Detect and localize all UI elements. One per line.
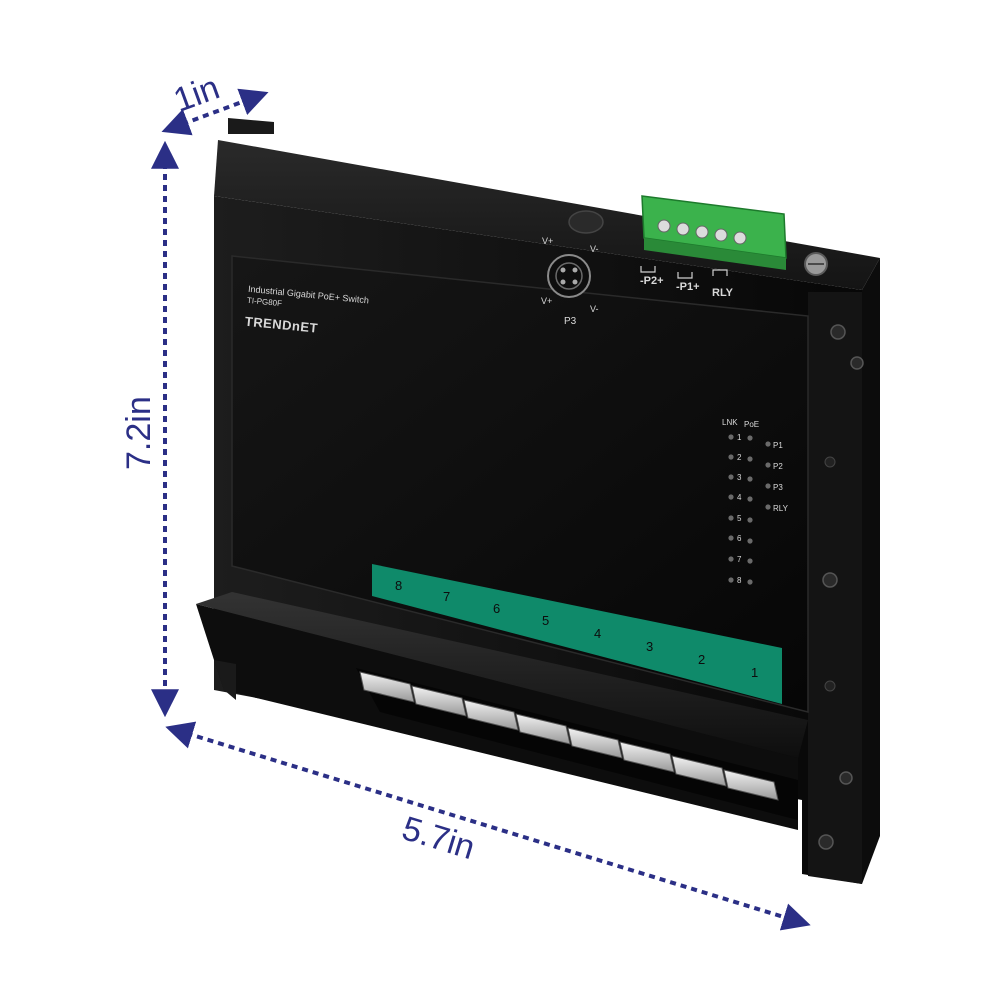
back-flange <box>228 118 274 134</box>
port-shroud-top <box>196 592 808 758</box>
led-row: 7 <box>728 555 753 564</box>
ground-screw-icon <box>804 252 828 276</box>
rj45-port <box>671 755 727 787</box>
power-pin-label: V- <box>590 244 599 254</box>
rj45-port <box>411 685 467 717</box>
front-panel <box>231 255 809 713</box>
port-number: 1 <box>751 665 758 680</box>
din-rail-clip <box>214 660 236 700</box>
rj45-port-row <box>359 671 779 801</box>
port-number: 2 <box>698 652 705 667</box>
led-row-label: 5 <box>737 514 742 523</box>
dimension-arrow-icon <box>161 88 269 136</box>
led-row-label: 7 <box>737 555 742 564</box>
led-row: 6 <box>728 534 753 544</box>
dimension-depth: 1in <box>161 69 269 136</box>
port-number: 3 <box>646 639 653 654</box>
right-side <box>862 258 880 884</box>
screw-icon <box>714 228 728 242</box>
status-led-label-p2: P2 <box>773 462 783 471</box>
led-row: 1 <box>728 433 753 442</box>
port-number: 7 <box>443 589 450 604</box>
power-port-label: P3 <box>564 316 577 327</box>
led-column: 1 2 3 4 5 6 7 8 <box>728 433 753 585</box>
height-label: 7.2in <box>120 396 158 470</box>
power-pin-label: V+ <box>542 236 553 246</box>
screw-icon <box>676 222 690 236</box>
port-number: 6 <box>493 601 500 616</box>
port-number: 8 <box>395 578 402 593</box>
led-row: 3 <box>728 473 753 482</box>
screw-icon <box>818 834 834 850</box>
led-row-label: 2 <box>737 453 742 462</box>
screw-icon <box>824 680 836 692</box>
screw-icon <box>830 324 846 340</box>
rj45-port <box>619 741 675 773</box>
model-text: TI-PG80F <box>247 296 283 308</box>
terminal-block <box>641 195 787 270</box>
status-led-column: P1 P2 P3 RLY <box>765 441 789 513</box>
rj45-port <box>359 671 415 703</box>
rj45-port <box>567 727 623 759</box>
screw-icon <box>695 225 709 239</box>
power-pin-label: V- <box>590 304 599 314</box>
dimension-height: 7.2in <box>120 140 179 718</box>
led-row-label: 3 <box>737 473 742 482</box>
led-row-label: 1 <box>737 433 742 442</box>
power-pin-label: V+ <box>541 296 552 306</box>
port-number-strip <box>372 564 782 704</box>
led-row-label: 8 <box>737 576 742 585</box>
screw-icon <box>822 572 838 588</box>
screw-icon <box>839 771 853 785</box>
brand-logo: TRENDnET <box>244 314 318 336</box>
terminal-label-p1: -P1+ <box>676 281 700 293</box>
dimension-arrow-icon <box>165 721 811 931</box>
rj45-port <box>723 769 779 801</box>
rj45-port <box>463 699 519 731</box>
port-number: 5 <box>542 613 549 628</box>
screw-icon <box>657 219 671 233</box>
led-row: 8 <box>728 576 753 585</box>
status-led-label-p1: P1 <box>773 441 783 450</box>
led-row-label: 6 <box>737 534 742 543</box>
led-row: 2 <box>728 453 753 462</box>
right-edge-strip <box>808 292 862 884</box>
power-connector-p3 <box>547 210 604 298</box>
screw-icon <box>850 356 864 370</box>
led-header-lnk: LNK <box>722 418 738 427</box>
led-row-label: 4 <box>737 493 742 502</box>
rj45-port <box>515 713 571 745</box>
led-header-poe: PoE <box>744 420 759 429</box>
led-row: 5 <box>728 514 753 523</box>
screw-icon <box>824 456 836 468</box>
switch-device: -P2+ -P1+ RLY V+ V- V+ V- P3 Industrial … <box>196 118 880 884</box>
status-led-label-p3: P3 <box>773 483 783 492</box>
width-label: 5.7in <box>398 809 480 867</box>
port-number: 4 <box>594 626 601 641</box>
terminal-label-p2: -P2+ <box>640 275 664 287</box>
status-led-label-rly: RLY <box>773 504 789 513</box>
terminal-label-rly: RLY <box>712 287 734 299</box>
screw-icon <box>733 231 747 245</box>
led-row: 4 <box>728 493 753 502</box>
